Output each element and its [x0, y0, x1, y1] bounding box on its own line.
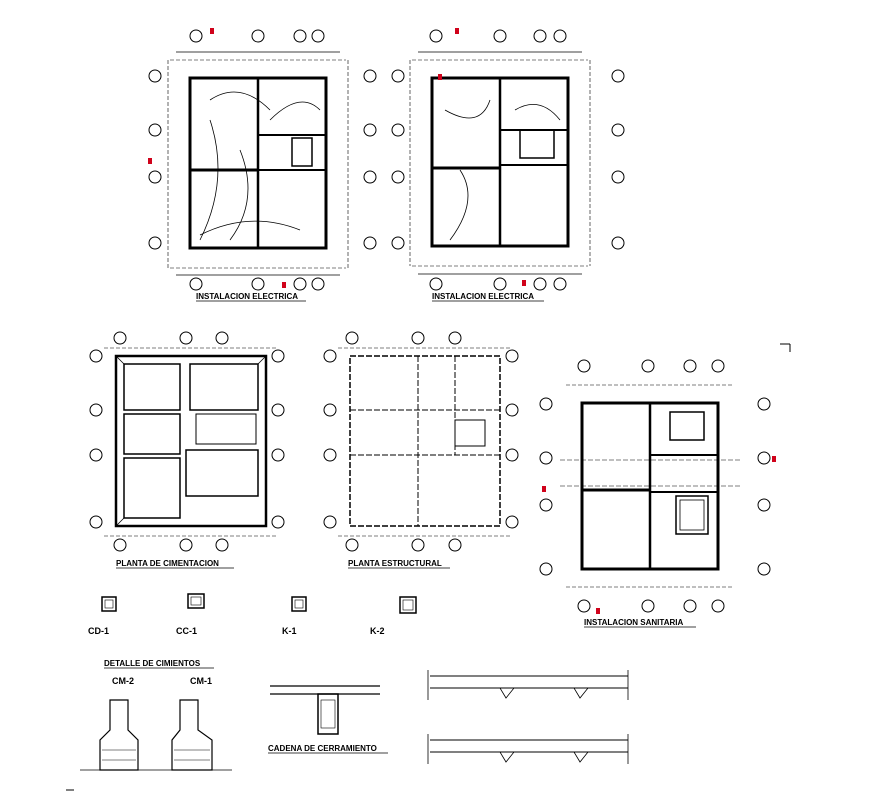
title-cadena-cerramiento: CADENA DE CERRAMIENTO [268, 744, 377, 753]
title-instalacion-sanitaria: INSTALACION SANITARIA [584, 618, 683, 627]
title-planta-cimentacion: PLANTA DE CIMENTACION [116, 559, 219, 568]
title-planta-estructural: PLANTA ESTRUCTURAL [348, 559, 442, 568]
label-k2: K-2 [370, 626, 385, 636]
plan-estructural [323, 331, 519, 552]
title-instalacion-electrica-2: INSTALACION ELECTRICA [432, 292, 534, 301]
label-k1: K-1 [282, 626, 297, 636]
label-cm1: CM-1 [190, 676, 212, 686]
section-details-row [101, 593, 417, 614]
plan-cimentacion [89, 331, 285, 552]
title-detalle-cimientos: DETALLE DE CIMIENTOS [104, 659, 201, 668]
label-cc1: CC-1 [176, 626, 197, 636]
footing-details [80, 699, 232, 771]
label-cm2: CM-2 [112, 676, 134, 686]
beam-details [427, 670, 629, 764]
cadena-detail [270, 685, 380, 735]
plan-electrica-2 [391, 28, 625, 291]
label-cd1: CD-1 [88, 626, 109, 636]
title-instalacion-electrica-1: INSTALACION ELECTRICA [196, 292, 298, 301]
plan-electrica-1 [148, 28, 377, 291]
plan-sanitaria [539, 343, 791, 614]
